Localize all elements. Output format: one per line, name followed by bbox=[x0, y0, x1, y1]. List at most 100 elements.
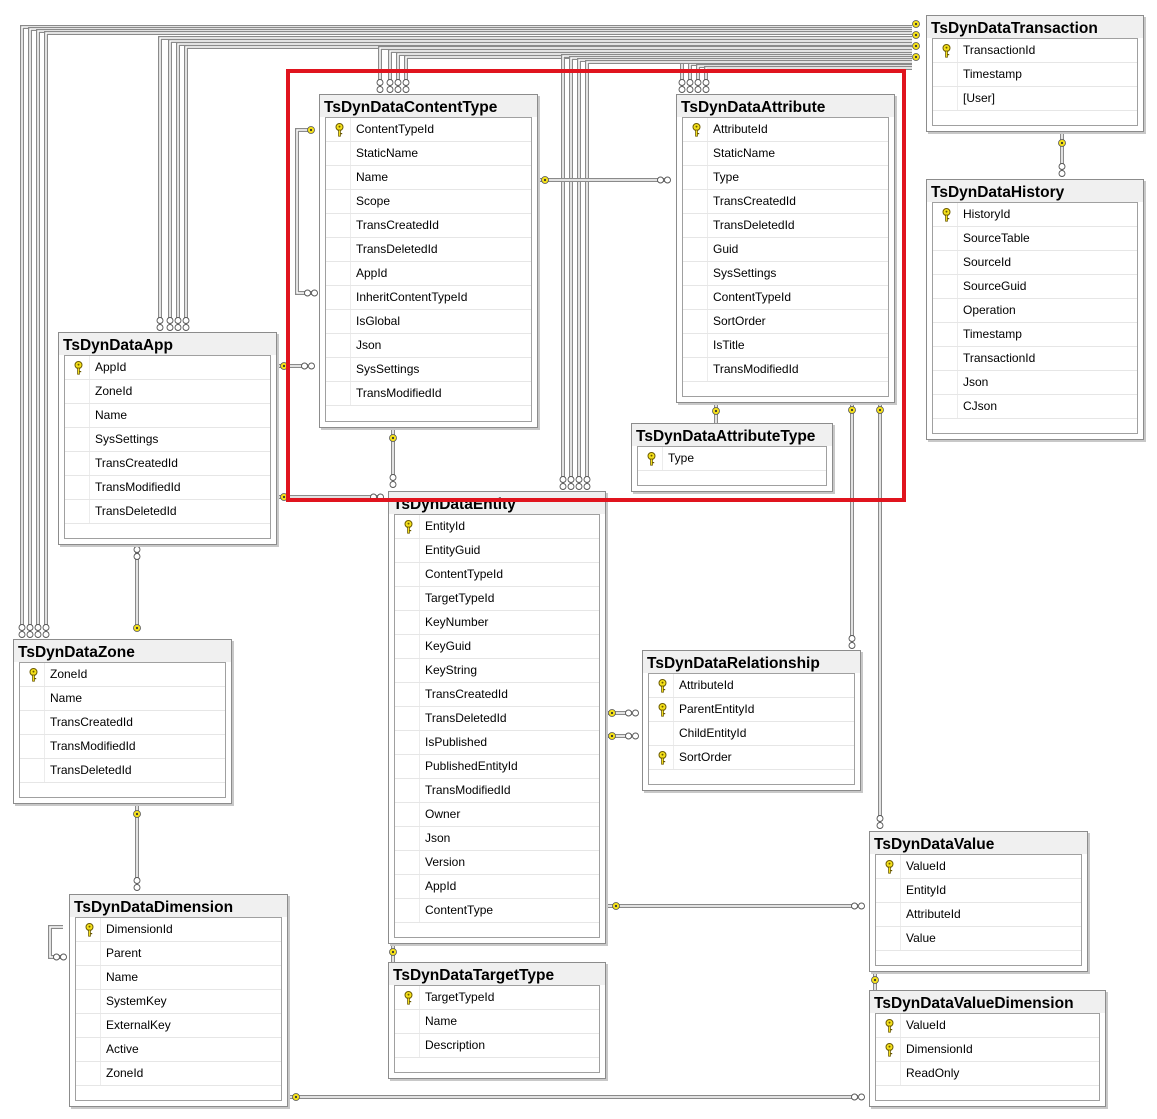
column-row[interactable]: ZoneId bbox=[76, 1062, 281, 1086]
column-row[interactable]: Name bbox=[76, 966, 281, 990]
table-title[interactable]: TsDynDataValueDimension bbox=[870, 991, 1105, 1013]
column-row[interactable]: ContentTypeId bbox=[683, 286, 888, 310]
column-row[interactable]: Name bbox=[326, 166, 531, 190]
dimension-self-link[interactable] bbox=[48, 925, 63, 959]
column-row[interactable]: [User] bbox=[933, 87, 1137, 111]
column-row[interactable]: TransDeletedId bbox=[20, 759, 225, 783]
column-row[interactable]: KeyString bbox=[395, 659, 599, 683]
column-row[interactable]: EntityGuid bbox=[395, 539, 599, 563]
column-row[interactable]: IsPublished bbox=[395, 731, 599, 755]
column-row[interactable]: SourceTable bbox=[933, 227, 1137, 251]
column-row[interactable]: ChildEntityId bbox=[649, 722, 854, 746]
attribute-transaction-link[interactable] bbox=[705, 67, 912, 83]
column-row[interactable]: TransactionId bbox=[933, 39, 1137, 63]
column-row[interactable]: SysSettings bbox=[326, 358, 531, 382]
table-title[interactable]: TsDynDataTargetType bbox=[389, 963, 605, 985]
column-row[interactable]: InheritContentTypeId bbox=[326, 286, 531, 310]
column-row[interactable]: TransDeletedId bbox=[65, 500, 270, 524]
column-row[interactable]: ZoneId bbox=[20, 663, 225, 687]
column-row[interactable]: TransDeletedId bbox=[395, 707, 599, 731]
column-row[interactable]: Version bbox=[395, 851, 599, 875]
column-row[interactable]: DimensionId bbox=[76, 918, 281, 942]
table-title[interactable]: TsDynDataContentType bbox=[320, 95, 537, 117]
table-title[interactable]: TsDynDataZone bbox=[14, 640, 231, 662]
column-row[interactable]: ContentTypeId bbox=[326, 118, 531, 142]
column-row[interactable]: EntityId bbox=[876, 879, 1081, 903]
column-row[interactable]: TransCreatedId bbox=[65, 452, 270, 476]
app-transaction-link[interactable] bbox=[177, 43, 912, 321]
table-title[interactable]: TsDynDataHistory bbox=[927, 180, 1143, 202]
column-row[interactable]: TransModifiedId bbox=[326, 382, 531, 406]
column-row[interactable]: AppId bbox=[395, 875, 599, 899]
column-row[interactable]: TransCreatedId bbox=[326, 214, 531, 238]
column-row[interactable]: Value bbox=[876, 927, 1081, 951]
column-row[interactable]: HistoryId bbox=[933, 203, 1137, 227]
column-row[interactable]: StaticName bbox=[683, 142, 888, 166]
column-row[interactable]: AttributeId bbox=[876, 903, 1081, 927]
column-row[interactable]: KeyNumber bbox=[395, 611, 599, 635]
column-row[interactable]: ContentTypeId bbox=[395, 563, 599, 587]
column-row[interactable]: ValueId bbox=[876, 1014, 1099, 1038]
column-row[interactable]: ZoneId bbox=[65, 380, 270, 404]
column-row[interactable]: SourceId bbox=[933, 251, 1137, 275]
table-title[interactable]: TsDynDataAttribute bbox=[677, 95, 894, 117]
column-row[interactable]: IsGlobal bbox=[326, 310, 531, 334]
column-row[interactable]: TransModifiedId bbox=[683, 358, 888, 382]
column-row[interactable]: TransCreatedId bbox=[395, 683, 599, 707]
zone-transaction-link[interactable] bbox=[45, 32, 912, 628]
table-title[interactable]: TsDynDataDimension bbox=[70, 895, 287, 917]
column-row[interactable]: Name bbox=[20, 687, 225, 711]
column-row[interactable]: Name bbox=[65, 404, 270, 428]
column-row[interactable]: TransModifiedId bbox=[395, 779, 599, 803]
app-transaction-link[interactable] bbox=[169, 40, 912, 321]
column-row[interactable]: ExternalKey bbox=[76, 1014, 281, 1038]
column-row[interactable]: Parent bbox=[76, 942, 281, 966]
table-title[interactable]: TsDynDataRelationship bbox=[643, 651, 860, 673]
column-row[interactable]: Json bbox=[933, 371, 1137, 395]
table-title[interactable]: TsDynDataAttributeType bbox=[632, 424, 832, 446]
column-row[interactable]: TransactionId bbox=[933, 347, 1137, 371]
column-row[interactable]: Json bbox=[395, 827, 599, 851]
column-row[interactable]: TransModifiedId bbox=[65, 476, 270, 500]
column-row[interactable]: Timestamp bbox=[933, 63, 1137, 87]
table-title[interactable]: TsDynDataTransaction bbox=[927, 16, 1143, 38]
column-row[interactable]: Guid bbox=[683, 238, 888, 262]
column-row[interactable]: ContentType bbox=[395, 899, 599, 923]
table-title[interactable]: TsDynDataApp bbox=[59, 333, 276, 355]
column-row[interactable]: ReadOnly bbox=[876, 1062, 1099, 1086]
column-row[interactable]: SortOrder bbox=[683, 310, 888, 334]
column-row[interactable]: Active bbox=[76, 1038, 281, 1062]
column-row[interactable]: TransCreatedId bbox=[683, 190, 888, 214]
column-row[interactable]: TransDeletedId bbox=[683, 214, 888, 238]
column-row[interactable]: AttributeId bbox=[683, 118, 888, 142]
column-row[interactable]: Scope bbox=[326, 190, 531, 214]
column-row[interactable]: Description bbox=[395, 1034, 599, 1058]
column-row[interactable]: TransModifiedId bbox=[20, 735, 225, 759]
column-row[interactable]: TargetTypeId bbox=[395, 587, 599, 611]
column-row[interactable]: EntityId bbox=[395, 515, 599, 539]
app-transaction-link[interactable] bbox=[159, 37, 912, 321]
column-row[interactable]: StaticName bbox=[326, 142, 531, 166]
entity-transaction-link[interactable] bbox=[586, 61, 912, 480]
column-row[interactable]: Name bbox=[395, 1010, 599, 1034]
column-row[interactable]: CJson bbox=[933, 395, 1137, 419]
column-row[interactable]: IsTitle bbox=[683, 334, 888, 358]
column-row[interactable]: Type bbox=[683, 166, 888, 190]
column-row[interactable]: KeyGuid bbox=[395, 635, 599, 659]
column-row[interactable]: Timestamp bbox=[933, 323, 1137, 347]
column-row[interactable]: DimensionId bbox=[876, 1038, 1099, 1062]
column-row[interactable]: AttributeId bbox=[649, 674, 854, 698]
column-row[interactable]: SystemKey bbox=[76, 990, 281, 1014]
column-row[interactable]: Operation bbox=[933, 299, 1137, 323]
column-row[interactable]: SysSettings bbox=[683, 262, 888, 286]
